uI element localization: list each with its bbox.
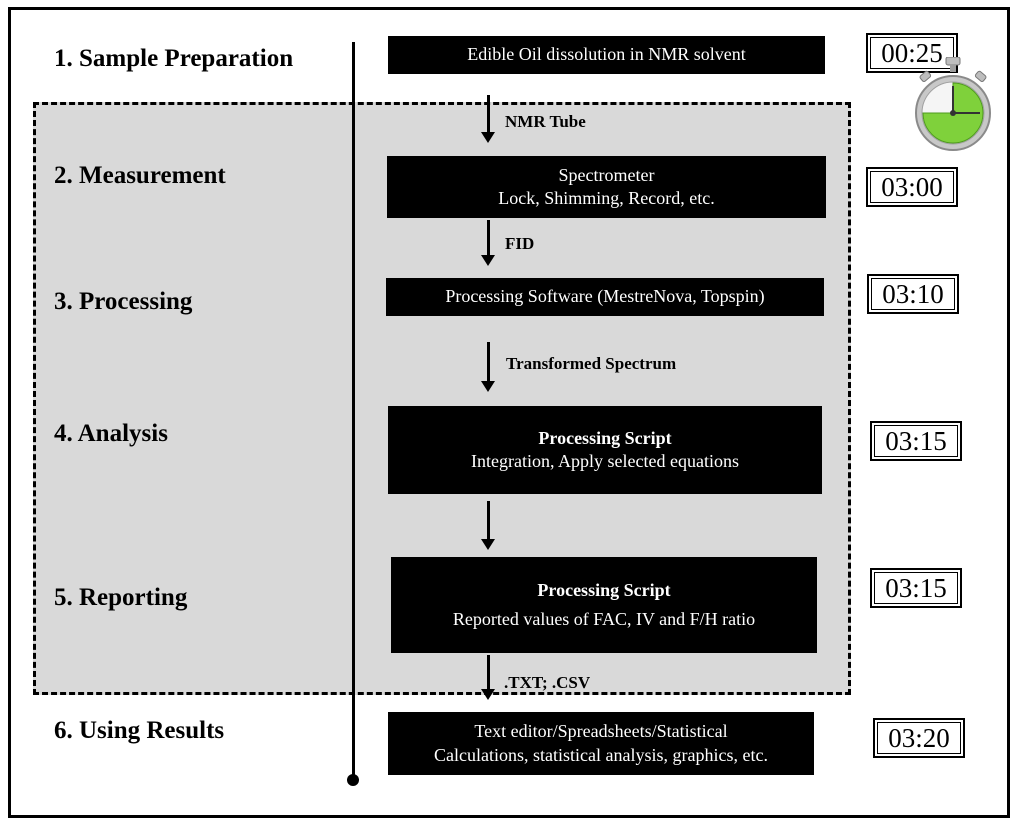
- software-box: Processing Software (MestreNova, Topspin…: [386, 278, 824, 316]
- arrow-analysis-to-reporting: [481, 501, 495, 550]
- spectrometer-detail: Lock, Shimming, Record, etc.: [498, 188, 715, 208]
- timeline-end-dot: [347, 774, 359, 786]
- stage-using-results: 6. Using Results: [54, 717, 225, 744]
- diagram-frame: [8, 7, 1010, 818]
- reporting-script-detail: Reported values of FAC, IV and F/H ratio: [452, 609, 756, 629]
- stage-reporting: 5. Reporting: [54, 584, 188, 611]
- timer-analysis: 03:15: [870, 421, 962, 461]
- arrow-label-nmr-tube: NMR Tube: [505, 112, 586, 131]
- stopwatch-fill: [922, 82, 984, 144]
- reporting-script-box: Processing Script Reported values of FAC…: [391, 557, 817, 653]
- software-text: Processing Software (MestreNova, Topspin…: [445, 286, 765, 307]
- results-line1: Text editor/Spreadsheets/Statistical: [474, 721, 728, 742]
- timeline-line: [352, 42, 355, 778]
- timer-sample-preparation: 00:25: [866, 33, 958, 73]
- stage-sample-preparation: 1. Sample Preparation: [54, 45, 294, 72]
- dissolution-box: Edible Oil dissolution in NMR solvent: [388, 36, 825, 74]
- arrow-fid: [481, 220, 495, 266]
- stopwatch-icon: [915, 57, 991, 151]
- arrow-label-transformed: Transformed Spectrum: [506, 354, 677, 373]
- arrow-nmr-tube: [481, 95, 495, 143]
- stage-processing: 3. Processing: [54, 288, 193, 315]
- reporting-script-title: Processing Script: [537, 579, 671, 600]
- timer-reporting: 03:15: [870, 568, 962, 608]
- arrow-label-export: .TXT; .CSV: [504, 673, 591, 692]
- analysis-script-title: Processing Script: [538, 427, 672, 448]
- analysis-script-detail: Integration, Apply selected equations: [471, 451, 739, 471]
- arrow-transformed: [481, 342, 495, 392]
- arrow-label-fid: FID: [505, 234, 535, 253]
- results-box: Text editor/Spreadsheets/Statistical Cal…: [388, 712, 814, 775]
- stage-analysis: 4. Analysis: [54, 420, 168, 447]
- analysis-script-box: Processing Script Integration, Apply sel…: [388, 406, 822, 494]
- dissolution-text: Edible Oil dissolution in NMR solvent: [467, 44, 746, 65]
- arrow-export: [481, 655, 495, 700]
- timer-measurement: 03:00: [866, 167, 958, 207]
- spectrometer-box: Spectrometer Lock, Shimming, Record, etc…: [387, 156, 826, 218]
- results-line2: Calculations, statistical analysis, grap…: [434, 744, 768, 765]
- spectrometer-title: Spectrometer: [558, 164, 655, 185]
- timer-using-results: 03:20: [873, 718, 965, 758]
- stage-measurement: 2. Measurement: [54, 162, 226, 189]
- timer-processing: 03:10: [867, 274, 959, 314]
